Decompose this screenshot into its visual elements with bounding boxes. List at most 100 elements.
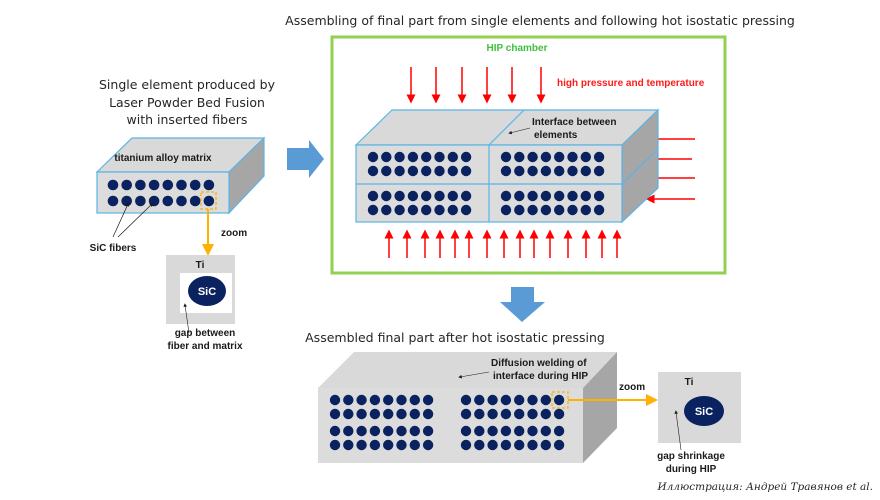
zoom-arrow-right: zoom	[568, 382, 658, 406]
sic-fiber	[553, 439, 565, 451]
sic-fiber	[500, 165, 512, 177]
sic-fiber	[409, 408, 420, 420]
sic-fiber	[593, 190, 605, 202]
sic-fiber	[460, 204, 472, 216]
sic-fiber	[407, 165, 419, 177]
fiber-grid	[367, 151, 605, 216]
sic-fiber	[369, 394, 381, 406]
sic-fiber	[500, 394, 512, 406]
svg-text:gap shrinkage: gap shrinkage	[657, 451, 725, 462]
zoom-detail-right: Ti SiC gap shrinkage during HIP	[657, 372, 741, 475]
sic-fiber	[487, 425, 498, 437]
illustration-credit: Иллюстрация: Андрей Травянов et al.	[656, 481, 873, 493]
sic-fiber	[527, 394, 538, 406]
sic-fiber	[474, 394, 485, 406]
sic-fiber	[367, 190, 379, 202]
svg-text:Laser Powder Bed Fusion: Laser Powder Bed Fusion	[109, 95, 265, 110]
sic-fiber	[554, 165, 565, 177]
sic-fiber	[422, 408, 434, 420]
sic-fiber	[514, 204, 525, 216]
sic-fiber	[381, 204, 392, 216]
pressure-arrows-bottom	[384, 229, 622, 258]
sic-fiber	[407, 204, 419, 216]
sic-fiber	[460, 151, 472, 163]
sic-fiber	[329, 408, 341, 420]
process-arrow-right	[287, 140, 324, 178]
assembled-elements-block: Interface between elements	[354, 108, 660, 224]
fiber-grid	[329, 394, 565, 451]
sic-fiber	[343, 408, 354, 420]
sic-fiber	[554, 151, 565, 163]
sic-fiber	[567, 190, 578, 202]
sic-fiber	[356, 408, 367, 420]
svg-text:interface during HIP: interface during HIP	[493, 371, 588, 382]
sic-fiber	[367, 151, 379, 163]
sic-fiber	[422, 394, 434, 406]
block-front-face	[96, 171, 230, 214]
zoom-selection-box	[551, 391, 569, 409]
sic-fiber-cross-section	[684, 396, 724, 426]
sic-fiber	[460, 439, 472, 451]
process-arrow-down	[500, 287, 545, 322]
sic-fiber	[107, 195, 119, 207]
sic-fibers-label: SiC fibers	[90, 243, 137, 254]
sic-fiber	[527, 425, 538, 437]
sic-fiber	[343, 439, 354, 451]
sic-fiber	[189, 195, 201, 207]
sic-fiber	[383, 439, 394, 451]
hip-chamber-label: HIP chamber	[487, 43, 548, 54]
sic-fiber	[540, 394, 551, 406]
sic-fiber	[553, 408, 565, 420]
svg-text:fiber and matrix: fiber and matrix	[167, 341, 242, 352]
sic-fiber	[396, 439, 407, 451]
sic-fiber	[369, 408, 381, 420]
sic-fiber	[553, 394, 565, 406]
sic-fiber	[487, 408, 498, 420]
sic-fiber	[514, 165, 525, 177]
sic-fiber	[460, 394, 472, 406]
block-top-face	[318, 352, 617, 388]
svg-text:SiC: SiC	[695, 406, 713, 418]
interface-label: Interface between	[532, 117, 616, 128]
sic-fiber	[474, 439, 485, 451]
sic-fiber	[409, 394, 420, 406]
sic-fiber	[514, 408, 525, 420]
sic-fiber	[500, 425, 512, 437]
sic-fiber	[540, 439, 551, 451]
svg-text:during HIP: during HIP	[666, 464, 717, 475]
sic-fiber	[447, 165, 458, 177]
sic-fiber	[434, 204, 445, 216]
sic-fiber	[329, 439, 341, 451]
sic-fiber	[540, 408, 551, 420]
ti-label: Ti	[196, 260, 205, 271]
svg-text:gap between: gap between	[175, 328, 236, 339]
sic-fiber	[176, 195, 187, 207]
sic-fiber	[500, 408, 512, 420]
sic-fiber	[421, 151, 432, 163]
sic-fiber	[329, 425, 341, 437]
sic-fiber	[381, 165, 392, 177]
sic-fiber	[162, 179, 174, 191]
sic-fiber	[540, 165, 552, 177]
sic-fiber	[540, 151, 552, 163]
sic-fiber	[580, 204, 591, 216]
sic-fiber	[447, 204, 458, 216]
sic-fiber	[121, 179, 132, 191]
block-side-face	[583, 352, 617, 463]
sic-fiber	[409, 425, 420, 437]
sic-fiber	[369, 425, 381, 437]
sic-fiber	[500, 204, 512, 216]
hip-chamber-frame	[330, 35, 727, 275]
sic-fiber	[176, 179, 187, 191]
pressure-arrows-top	[406, 67, 546, 104]
sic-fiber	[394, 190, 405, 202]
sic-fiber	[421, 165, 432, 177]
sic-fiber	[567, 151, 578, 163]
single-element-title: Single element produced by Laser Powder …	[99, 77, 276, 127]
sic-fiber	[567, 204, 578, 216]
sic-fiber	[203, 195, 215, 207]
sic-fiber	[369, 439, 381, 451]
sic-fiber	[474, 425, 485, 437]
sic-fiber	[540, 190, 552, 202]
